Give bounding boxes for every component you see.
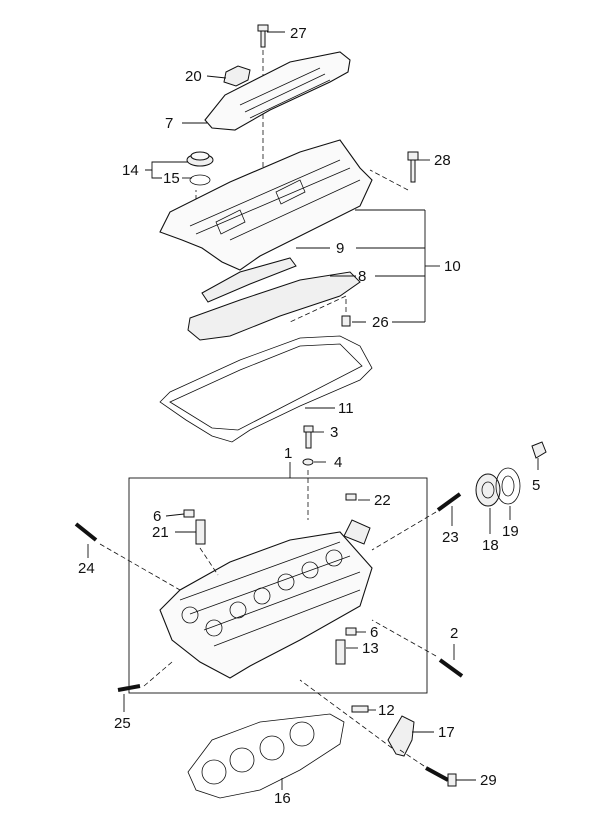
- leader-14-15: [151, 170, 162, 179]
- callout-4: 4: [334, 454, 342, 471]
- valve-seal-6b: [345, 627, 357, 636]
- bolt-28: [407, 151, 419, 183]
- hanger-22: [343, 493, 371, 545]
- oil-filler-cap-14: [186, 151, 214, 167]
- callout-18: 18: [482, 537, 499, 554]
- callout-12: 12: [378, 702, 395, 719]
- leader-14: [145, 161, 188, 171]
- valve-guide-21: [195, 519, 206, 545]
- valve-guide-13: [335, 639, 346, 665]
- axis-line-26: [289, 295, 347, 323]
- stud-24: [74, 522, 98, 542]
- callout-3: 3: [330, 424, 338, 441]
- dowel-pin-12: [351, 705, 369, 713]
- callout-28: 28: [434, 152, 451, 169]
- valve-seal-6a: [183, 509, 195, 518]
- assembly-box-1: [128, 477, 428, 694]
- leader-6a: [165, 513, 185, 517]
- axis-line-25: [143, 661, 173, 687]
- callout-16: 16: [274, 790, 291, 807]
- callout-27: 27: [290, 25, 307, 42]
- stud-25: [117, 684, 141, 692]
- callout-10: 10: [444, 258, 461, 275]
- axis-line-2: [371, 619, 437, 657]
- cylinder-head-cover-upper-7: [204, 51, 351, 131]
- callout-15: 15: [163, 170, 180, 187]
- callout-6a: 6: [153, 508, 161, 525]
- callout-13: 13: [362, 640, 379, 657]
- cap-20: [223, 65, 251, 87]
- callout-21: 21: [152, 524, 169, 541]
- rocker-cover-10: [159, 139, 373, 271]
- axis-line-17: [299, 679, 393, 749]
- callout-2: 2: [450, 625, 458, 642]
- bracket-17: [387, 715, 415, 757]
- gasket-19: [495, 467, 521, 505]
- axis-line-21: [199, 547, 219, 576]
- callout-22: 22: [374, 492, 391, 509]
- leader-20: [206, 75, 227, 79]
- bolt-3: [303, 425, 314, 449]
- gasket-15: [189, 174, 211, 186]
- stud-2: [438, 658, 464, 678]
- bolt-26: [341, 315, 351, 327]
- baffle-plate-9: [201, 257, 297, 303]
- axis-line-23: [371, 511, 437, 551]
- gasket-18: [475, 473, 501, 507]
- cylinder-head-1: [159, 531, 373, 679]
- callout-25: 25: [114, 715, 131, 732]
- washer-4: [302, 458, 314, 466]
- callout-19: 19: [502, 523, 519, 540]
- bolt-29: [425, 766, 457, 787]
- axis-line-28: [369, 169, 409, 191]
- callout-7: 7: [165, 115, 173, 132]
- axis-line-24: [99, 543, 181, 591]
- nut-5: [531, 441, 547, 459]
- callout-11: 11: [338, 400, 354, 417]
- axis-line-29: [399, 749, 425, 767]
- callout-26: 26: [372, 314, 389, 331]
- callout-24: 24: [78, 560, 95, 577]
- callout-17: 17: [438, 724, 455, 741]
- callout-6b: 6: [370, 624, 378, 641]
- callout-20: 20: [185, 68, 202, 85]
- callout-5: 5: [532, 477, 540, 494]
- callout-8: 8: [358, 268, 366, 285]
- callout-1: 1: [284, 445, 292, 462]
- bolt-27: [257, 24, 269, 48]
- stud-23: [436, 492, 462, 512]
- head-gasket-16: [187, 713, 345, 799]
- rocker-cover-gasket-11: [159, 335, 373, 443]
- callout-9: 9: [336, 240, 344, 257]
- callout-23: 23: [442, 529, 459, 546]
- baffle-plate-8: [187, 271, 361, 341]
- callout-14: 14: [122, 162, 139, 179]
- callout-29: 29: [480, 772, 497, 789]
